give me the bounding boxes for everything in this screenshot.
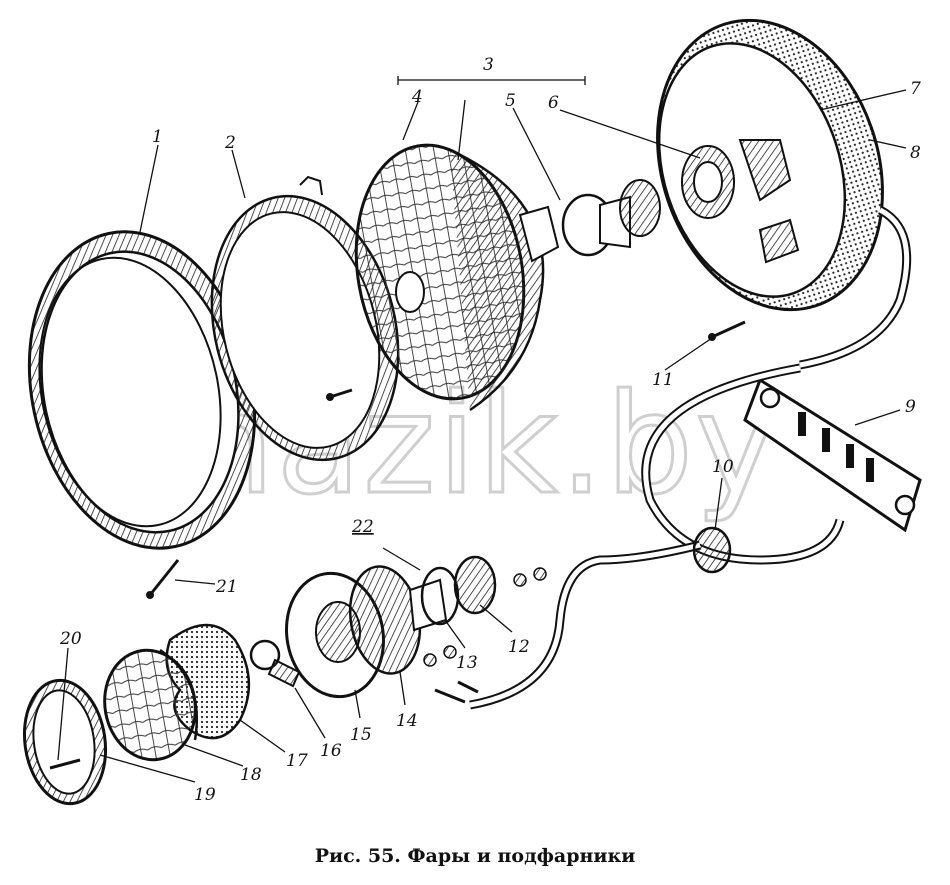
label-16: 16: [320, 741, 342, 761]
part-18-lens: [103, 648, 199, 762]
label-12: 12: [508, 637, 530, 657]
label-13: 13: [456, 653, 478, 673]
label-8: 8: [910, 143, 921, 163]
label-15: 15: [350, 725, 372, 745]
label-22: 22: [351, 517, 374, 537]
part-7-housing: [656, 18, 884, 312]
label-6: 6: [548, 93, 559, 113]
label-1: 1: [152, 127, 163, 147]
label-20: 20: [59, 629, 82, 649]
label-7: 7: [910, 79, 921, 99]
part-5-bulb: [561, 179, 661, 257]
label-10: 10: [712, 457, 734, 477]
part-20-screw: [49, 758, 81, 770]
label-14: 14: [396, 711, 418, 731]
part-14-reflector: [348, 565, 448, 675]
label-9: 9: [905, 397, 916, 417]
part-12-socket: [453, 555, 497, 615]
part-11-screw: [711, 320, 746, 339]
part-9-terminal-block: [743, 377, 922, 533]
label-2: 2: [224, 133, 236, 153]
label-4: 4: [411, 87, 423, 107]
label-11: 11: [652, 370, 674, 390]
part-4-optical-element: [354, 143, 560, 412]
part-16-bulb: [249, 639, 301, 688]
label-21: 21: [215, 577, 238, 597]
part-21-screw: [148, 559, 180, 596]
part-10-clamp: [692, 526, 732, 574]
figure-caption: Рис. 55. Фары и подфарники: [315, 845, 636, 867]
label-3: 3: [483, 55, 494, 75]
label-17: 17: [286, 751, 308, 771]
label-5: 5: [505, 91, 516, 111]
leader-lines: [57, 76, 907, 783]
label-18: 18: [240, 765, 262, 785]
part-19-small-rim: [22, 678, 108, 806]
label-19: 19: [194, 785, 216, 805]
